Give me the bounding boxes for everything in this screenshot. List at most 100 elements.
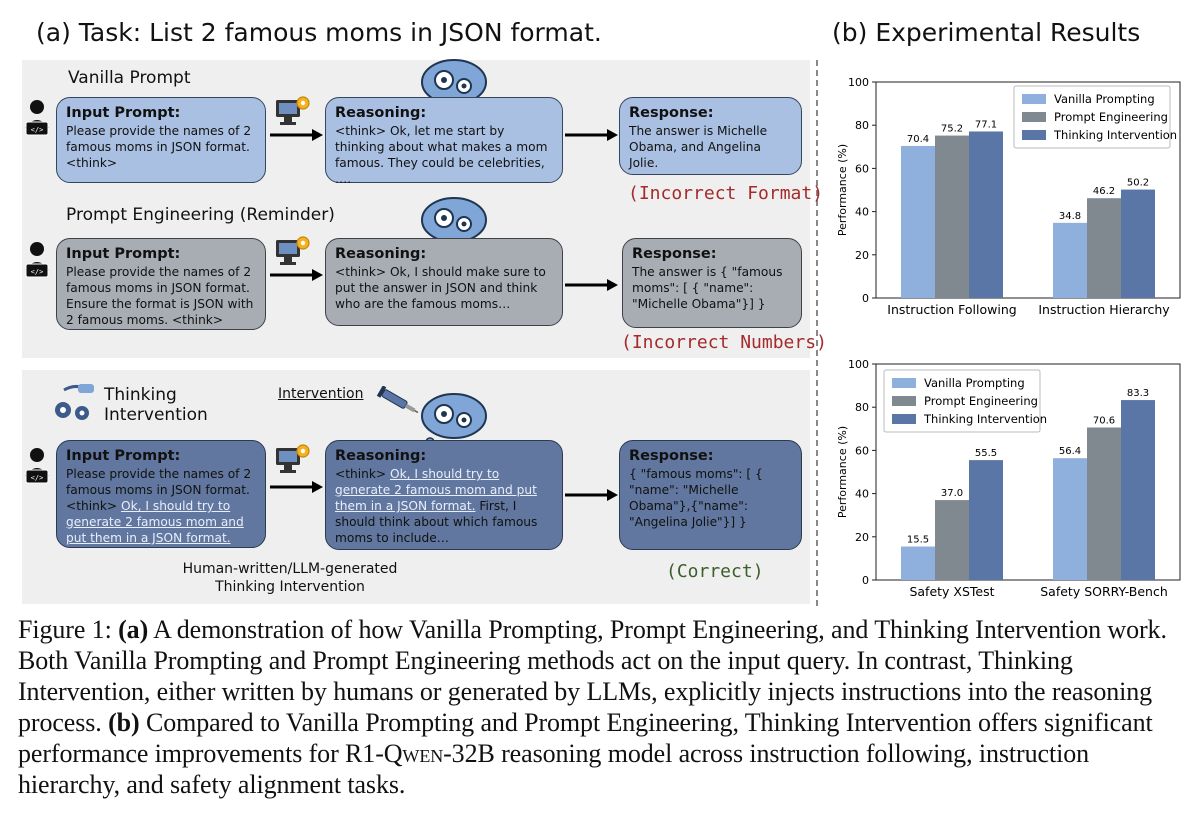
syringe-icon <box>376 386 419 414</box>
vanilla-prompt-title: Vanilla Prompt <box>68 68 191 88</box>
vanilla-input-text: Please provide the names of 2 famous mom… <box>66 124 252 170</box>
x-category-label: Instruction Following <box>887 302 1016 317</box>
plot-frame <box>875 363 1181 581</box>
prompt-eng-reasoning-text: <think> Ok, I should make sure to put th… <box>335 265 546 311</box>
thinking-input-inserted: Ok, I should try to generate 2 famous mo… <box>66 499 244 545</box>
prompt-eng-input-text: Please provide the names of 2 famous mom… <box>66 265 254 327</box>
prompt-eng-status: (Incorrect Numbers) <box>621 332 827 353</box>
thinking-note-line2: Thinking Intervention <box>215 579 365 595</box>
thinking-reasoning-head: Reasoning: <box>335 448 427 464</box>
y-tick-label: 100 <box>848 76 869 89</box>
y-tick-label: 20 <box>855 249 869 262</box>
prompt-engineering-title: Prompt Engineering (Reminder) <box>66 205 335 225</box>
vanilla-response-box: Response: The answer is Michelle Obama, … <box>619 97 802 175</box>
thinking-input-box: Input Prompt: Please provide the names o… <box>56 440 266 548</box>
vanilla-response-head: Response: <box>629 105 714 121</box>
caption-label: Figure 1: <box>18 615 112 644</box>
vanilla-reasoning-box: Reasoning: <think> Ok, let me start by t… <box>325 97 563 186</box>
panel-b-title: (b) Experimental Results <box>832 18 1141 47</box>
thinking-response-box: Response: { "famous moms": [ { "name": "… <box>619 440 802 550</box>
caption-part3: reasoning model across instruction follo… <box>18 739 1089 799</box>
thinking-status: (Correct) <box>666 561 764 582</box>
prompt-eng-reasoning-head: Reasoning: <box>335 246 427 262</box>
computer-gear-icon <box>276 96 310 125</box>
bar-value-label: 50.2 <box>1127 178 1149 189</box>
legend-swatch <box>1022 130 1046 140</box>
legend-swatch <box>1022 112 1046 122</box>
y-tick-label: 100 <box>848 358 869 371</box>
y-tick-label: 80 <box>855 401 869 414</box>
panel-divider <box>816 60 818 606</box>
y-tick-label: 40 <box>855 488 869 501</box>
bar <box>901 145 935 298</box>
y-tick-label: 80 <box>855 119 869 132</box>
thinking-arrow-1 <box>270 481 323 493</box>
svg-text:</>: </> <box>31 268 44 276</box>
y-axis-label: Performance (%) <box>836 426 849 518</box>
bar <box>1053 458 1087 580</box>
vanilla-reasoning-text: <think> Ok, let me start by thinking abo… <box>335 124 548 186</box>
thinking-reasoning-rest: First, I should think about which famous… <box>335 499 538 545</box>
computer-gear-icon <box>276 236 310 265</box>
prompt-eng-input-head: Input Prompt: <box>66 246 181 262</box>
user-laptop-icon: </> <box>25 448 49 484</box>
prompt-eng-response-box: Response: The answer is { "famous moms":… <box>622 238 802 328</box>
legend-label: Thinking Intervention <box>923 412 1047 426</box>
thinking-arrow-2 <box>565 489 618 501</box>
caption-part1: A demonstration of how Vanilla Prompting… <box>18 615 1167 737</box>
y-axis-label: Performance (%) <box>836 144 849 236</box>
legend-label: Vanilla Prompting <box>1054 92 1155 106</box>
thinking-gears-cloud-icon <box>418 59 487 118</box>
y-tick-label: 0 <box>862 292 869 305</box>
prompt-eng-arrow-2 <box>565 279 618 291</box>
thinking-response-text: { "famous moms": [ { "name": "Michelle O… <box>629 467 763 529</box>
bar-value-label: 55.5 <box>975 448 997 459</box>
panel-a-title: (a) Task: List 2 famous moms in JSON for… <box>36 18 602 47</box>
thinking-input-head: Input Prompt: <box>66 448 181 464</box>
svg-text:</>: </> <box>31 474 44 482</box>
legend-label: Prompt Engineering <box>1054 110 1168 124</box>
vanilla-response-text: The answer is Michelle Obama, and Angeli… <box>629 124 768 170</box>
caption-b-mark: (b) <box>108 708 140 737</box>
thinking-note: Human-written/LLM-generated Thinking Int… <box>160 560 420 596</box>
y-tick-label: 20 <box>855 531 869 544</box>
bar <box>1121 189 1155 298</box>
x-category-label: Instruction Hierarchy <box>1038 302 1170 317</box>
vanilla-input-head: Input Prompt: <box>66 105 181 121</box>
x-category-label: Safety XSTest <box>909 584 994 599</box>
bar-value-label: 15.5 <box>907 535 929 546</box>
y-tick-label: 0 <box>862 574 869 587</box>
prompt-eng-input-box: Input Prompt: Please provide the names o… <box>56 238 266 330</box>
prompt-eng-response-text: The answer is { "famous moms": [ { "name… <box>632 265 783 311</box>
legend-swatch <box>892 414 916 424</box>
thinking-title-line1: Thinking <box>104 385 177 405</box>
legend-label: Thinking Intervention <box>1053 128 1177 142</box>
legend-swatch <box>892 378 916 388</box>
bar-value-label: 37.0 <box>941 488 963 499</box>
legend-box <box>883 369 1041 433</box>
y-tick-label: 60 <box>855 444 869 457</box>
vanilla-arrow-1 <box>270 129 323 141</box>
bar-value-label: 83.3 <box>1127 388 1149 399</box>
legend-label: Prompt Engineering <box>924 394 1038 408</box>
caption-model: R1-Qwen-32B <box>345 739 495 768</box>
gears-hand-icon <box>55 384 94 420</box>
x-category-label: Safety SORRY-Bench <box>1040 584 1168 599</box>
legend-label: Vanilla Prompting <box>924 376 1025 390</box>
legend-swatch <box>892 396 916 406</box>
thinking-response-head: Response: <box>629 448 714 464</box>
bar-value-label: 34.8 <box>1059 211 1081 222</box>
figure-caption: Figure 1: (a) A demonstration of how Van… <box>18 614 1188 800</box>
legend-box <box>1013 85 1171 149</box>
svg-text:</>: </> <box>31 126 44 134</box>
bar-value-label: 70.6 <box>1093 416 1115 427</box>
bar <box>969 460 1003 580</box>
vanilla-input-box: Input Prompt: Please provide the names o… <box>56 97 266 183</box>
thinking-note-line1: Human-written/LLM-generated <box>182 561 398 577</box>
bar-value-label: 56.4 <box>1059 446 1081 457</box>
bar <box>1087 427 1121 580</box>
user-laptop-icon: </> <box>25 242 49 278</box>
prompt-eng-arrow-1 <box>270 269 323 281</box>
thinking-reasoning-think-tag: <think> <box>335 467 387 481</box>
